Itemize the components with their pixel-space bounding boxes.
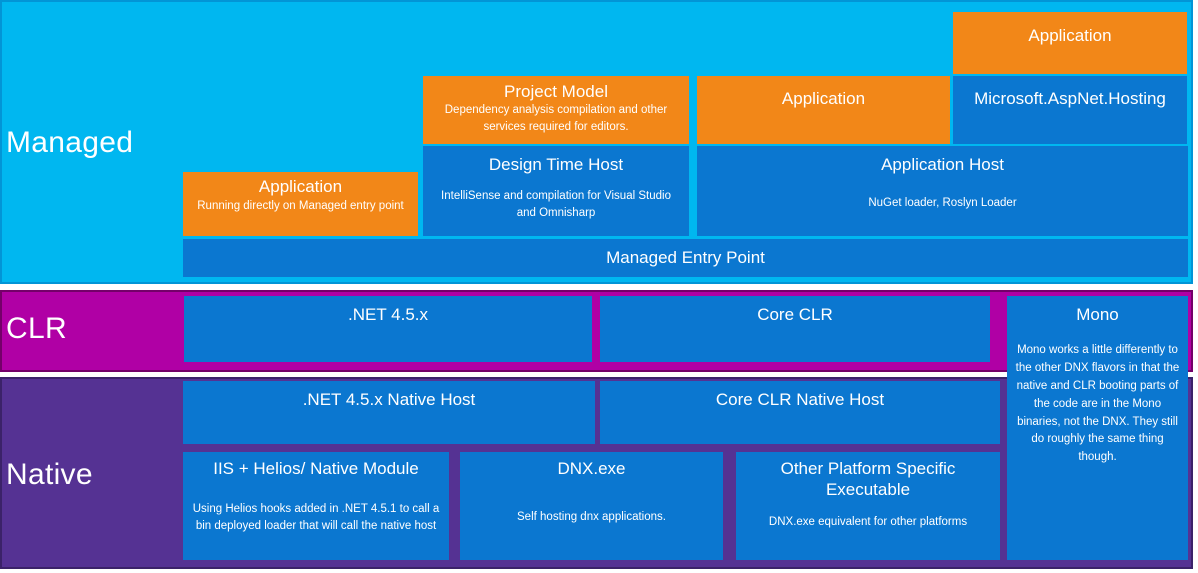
mono-title: Mono xyxy=(1076,305,1119,324)
design-time-host-box: Design Time Host IntelliSense and compil… xyxy=(423,146,689,236)
core-clr-box: Core CLR xyxy=(600,296,990,362)
iis-helios-native-module-description: Using Helios hooks added in .NET 4.5.1 t… xyxy=(192,503,440,532)
mono-box: Mono Mono works a little differently to … xyxy=(1007,296,1188,560)
net-45x-native-host-title: .NET 4.5.x Native Host xyxy=(302,390,476,409)
managed-entry-point-title: Managed Entry Point xyxy=(606,248,765,267)
dnx-exe-title: DNX.exe xyxy=(557,459,626,478)
application-host-title: Application Host xyxy=(881,155,1004,174)
aspnet-hosting-title: Microsoft.AspNet.Hosting xyxy=(974,89,1166,108)
managed-band-label: Managed xyxy=(6,126,134,159)
project-model-box: Project Model Dependency analysis compil… xyxy=(423,76,689,144)
dnx-exe-box: DNX.exe Self hosting dnx applications. xyxy=(460,452,723,560)
core-clr-native-host-box: Core CLR Native Host xyxy=(600,381,1000,444)
design-time-host-title: Design Time Host xyxy=(488,155,624,174)
native-band-label: Native xyxy=(6,458,93,491)
application-box-top-right: Application xyxy=(953,12,1187,74)
other-platform-executable-title: Other Platform Specific Executable xyxy=(780,459,956,500)
application-host-box: Application Host NuGet loader, Roslyn Lo… xyxy=(697,146,1188,236)
application-box-middle-title: Application xyxy=(781,89,866,108)
application-box-left-title: Application xyxy=(258,177,343,196)
application-host-description: NuGet loader, Roslyn Loader xyxy=(868,197,1017,210)
aspnet-hosting-box: Microsoft.AspNet.Hosting xyxy=(953,76,1187,144)
managed-entry-point-box: Managed Entry Point xyxy=(183,239,1188,277)
application-box-middle: Application xyxy=(697,76,950,144)
project-model-title: Project Model xyxy=(504,82,608,101)
other-platform-executable-box: Other Platform Specific Executable DNX.e… xyxy=(736,452,1000,560)
core-clr-title: Core CLR xyxy=(757,305,833,324)
project-model-description: Dependency analysis compilation and othe… xyxy=(444,104,668,133)
mono-description: Mono works a little differently to the o… xyxy=(1015,344,1180,464)
dnx-exe-description: Self hosting dnx applications. xyxy=(517,511,666,524)
application-box-top-right-title: Application xyxy=(1028,26,1112,45)
application-box-left-description: Running directly on Managed entry point xyxy=(197,200,404,213)
net-45x-native-host-box: .NET 4.5.x Native Host xyxy=(183,381,595,444)
iis-helios-native-module-box: IIS + Helios/ Native Module Using Helios… xyxy=(183,452,449,560)
design-time-host-description: IntelliSense and compilation for Visual … xyxy=(441,190,671,219)
clr-band-label: CLR xyxy=(6,312,67,345)
other-platform-executable-description: DNX.exe equivalent for other platforms xyxy=(768,515,968,528)
core-clr-native-host-title: Core CLR Native Host xyxy=(715,390,885,409)
iis-helios-native-module-title: IIS + Helios/ Native Module xyxy=(213,459,419,478)
net-45x-box: .NET 4.5.x xyxy=(184,296,592,362)
net-45x-title: .NET 4.5.x xyxy=(348,305,428,324)
application-box-left: Application Running directly on Managed … xyxy=(183,172,418,236)
